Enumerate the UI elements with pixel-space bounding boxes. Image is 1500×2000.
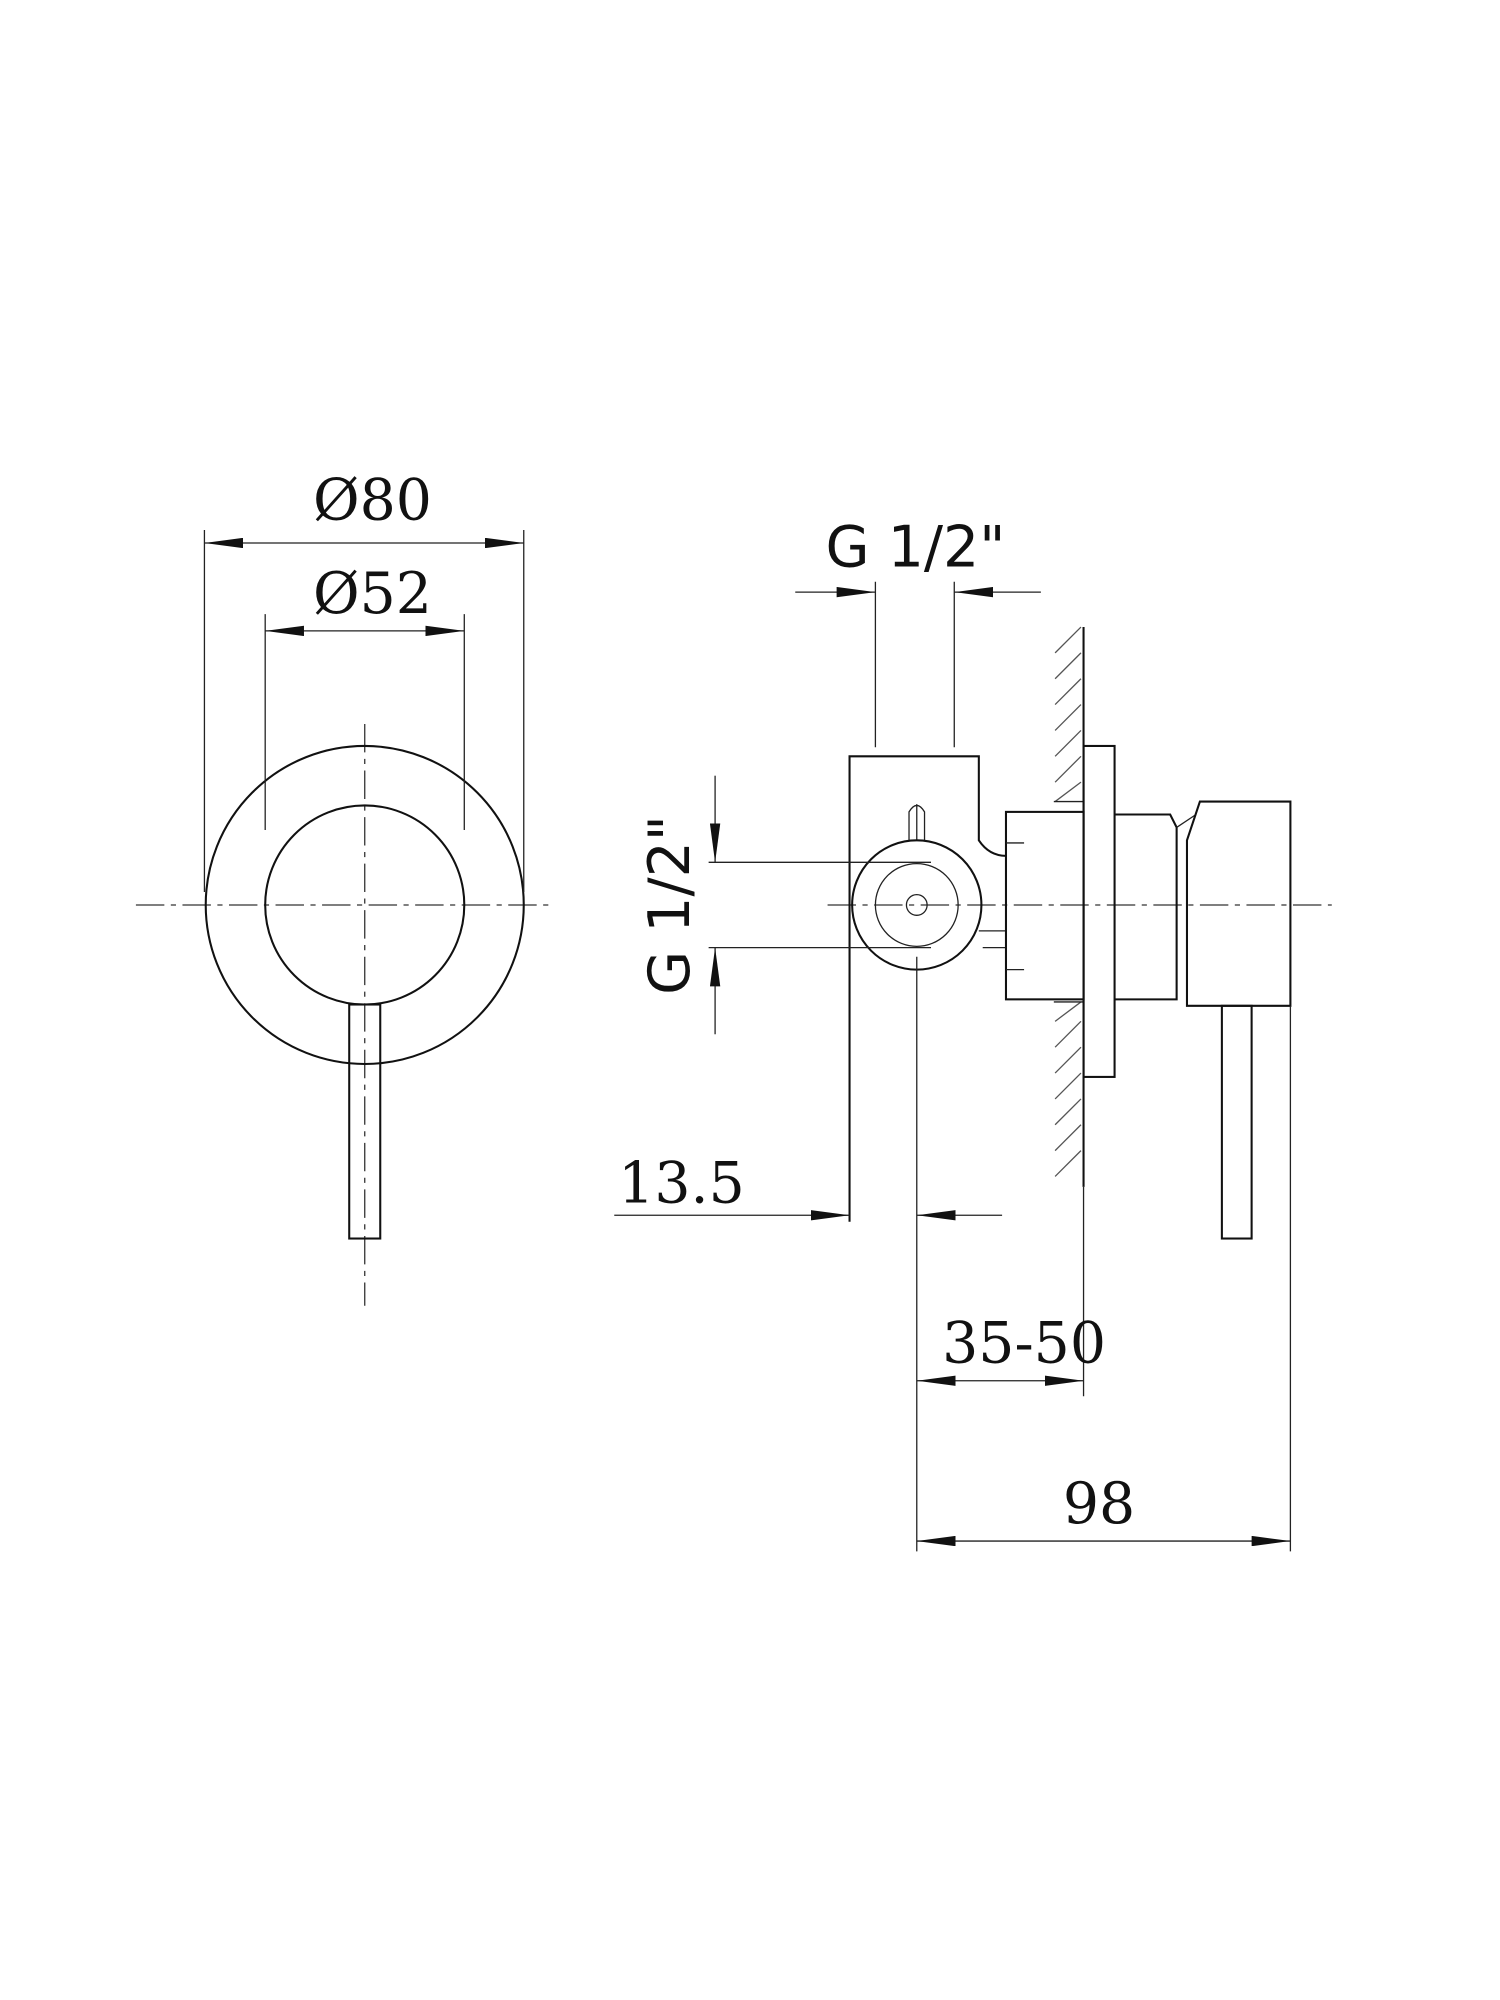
- valve-body: [848, 755, 1007, 1222]
- front-view: Ø80 Ø52: [135, 468, 550, 1306]
- lever: [348, 1003, 382, 1240]
- side-connection-label: G 1/2": [637, 815, 703, 995]
- handle-body: [1185, 800, 1292, 1007]
- top-connection-label: G 1/2": [826, 514, 1006, 580]
- offset-label: 13.5: [618, 1150, 745, 1216]
- bonnet: [1114, 813, 1178, 1001]
- total-depth-label: 98: [1063, 1471, 1135, 1537]
- cover-flange: [1082, 744, 1116, 1078]
- side-lever: [1220, 1004, 1253, 1240]
- wall-depth-label: 35-50: [942, 1311, 1106, 1377]
- side-view: G 1/2" G 1/2" 13.5 35-50 98: [614, 514, 1332, 1552]
- inner-diameter-label: Ø52: [313, 561, 432, 627]
- cover-plate-outer: [204, 744, 525, 1066]
- outlet-boss: [851, 839, 983, 971]
- outer-diameter-label: Ø80: [313, 468, 432, 534]
- wall-hatching: [1054, 626, 1082, 1177]
